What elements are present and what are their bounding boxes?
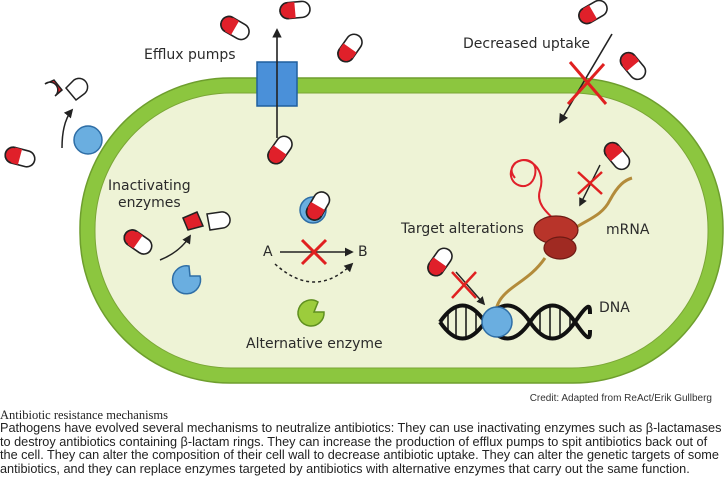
enzyme-icon	[73, 125, 103, 155]
dna-helix-icon	[438, 303, 592, 341]
label-mrna: mRNA	[606, 222, 650, 238]
efflux-pump-icon	[256, 28, 298, 138]
block-x-icon	[566, 61, 608, 106]
label-pathway-a: A	[263, 244, 273, 260]
label-target-alterations: Target alterations	[401, 221, 524, 237]
caption-title: Antibiotic resistance mechanisms	[0, 408, 169, 422]
label-inactivating-2: enzymes	[118, 195, 181, 211]
image-credit: Credit: Adapted from ReAct/Erik Gullberg	[529, 393, 712, 404]
resistance-mechanisms-diagram: Efflux pumps Decreased uptake Inactivati…	[2, 0, 724, 384]
label-inactivating-1: Inactivating	[108, 178, 191, 194]
inactivated-capsule-icon	[44, 77, 89, 102]
label-alternative-enzyme: Alternative enzyme	[246, 336, 383, 352]
label-efflux-pumps: Efflux pumps	[144, 47, 236, 63]
bacterial-cell	[79, 77, 724, 384]
label-dna: DNA	[599, 300, 630, 316]
ribosome-icon	[533, 215, 579, 260]
caption-body: Pathogens have evolved several mechanism…	[0, 421, 722, 476]
label-pathway-b: B	[358, 244, 368, 260]
label-decreased-uptake: Decreased uptake	[463, 36, 591, 52]
